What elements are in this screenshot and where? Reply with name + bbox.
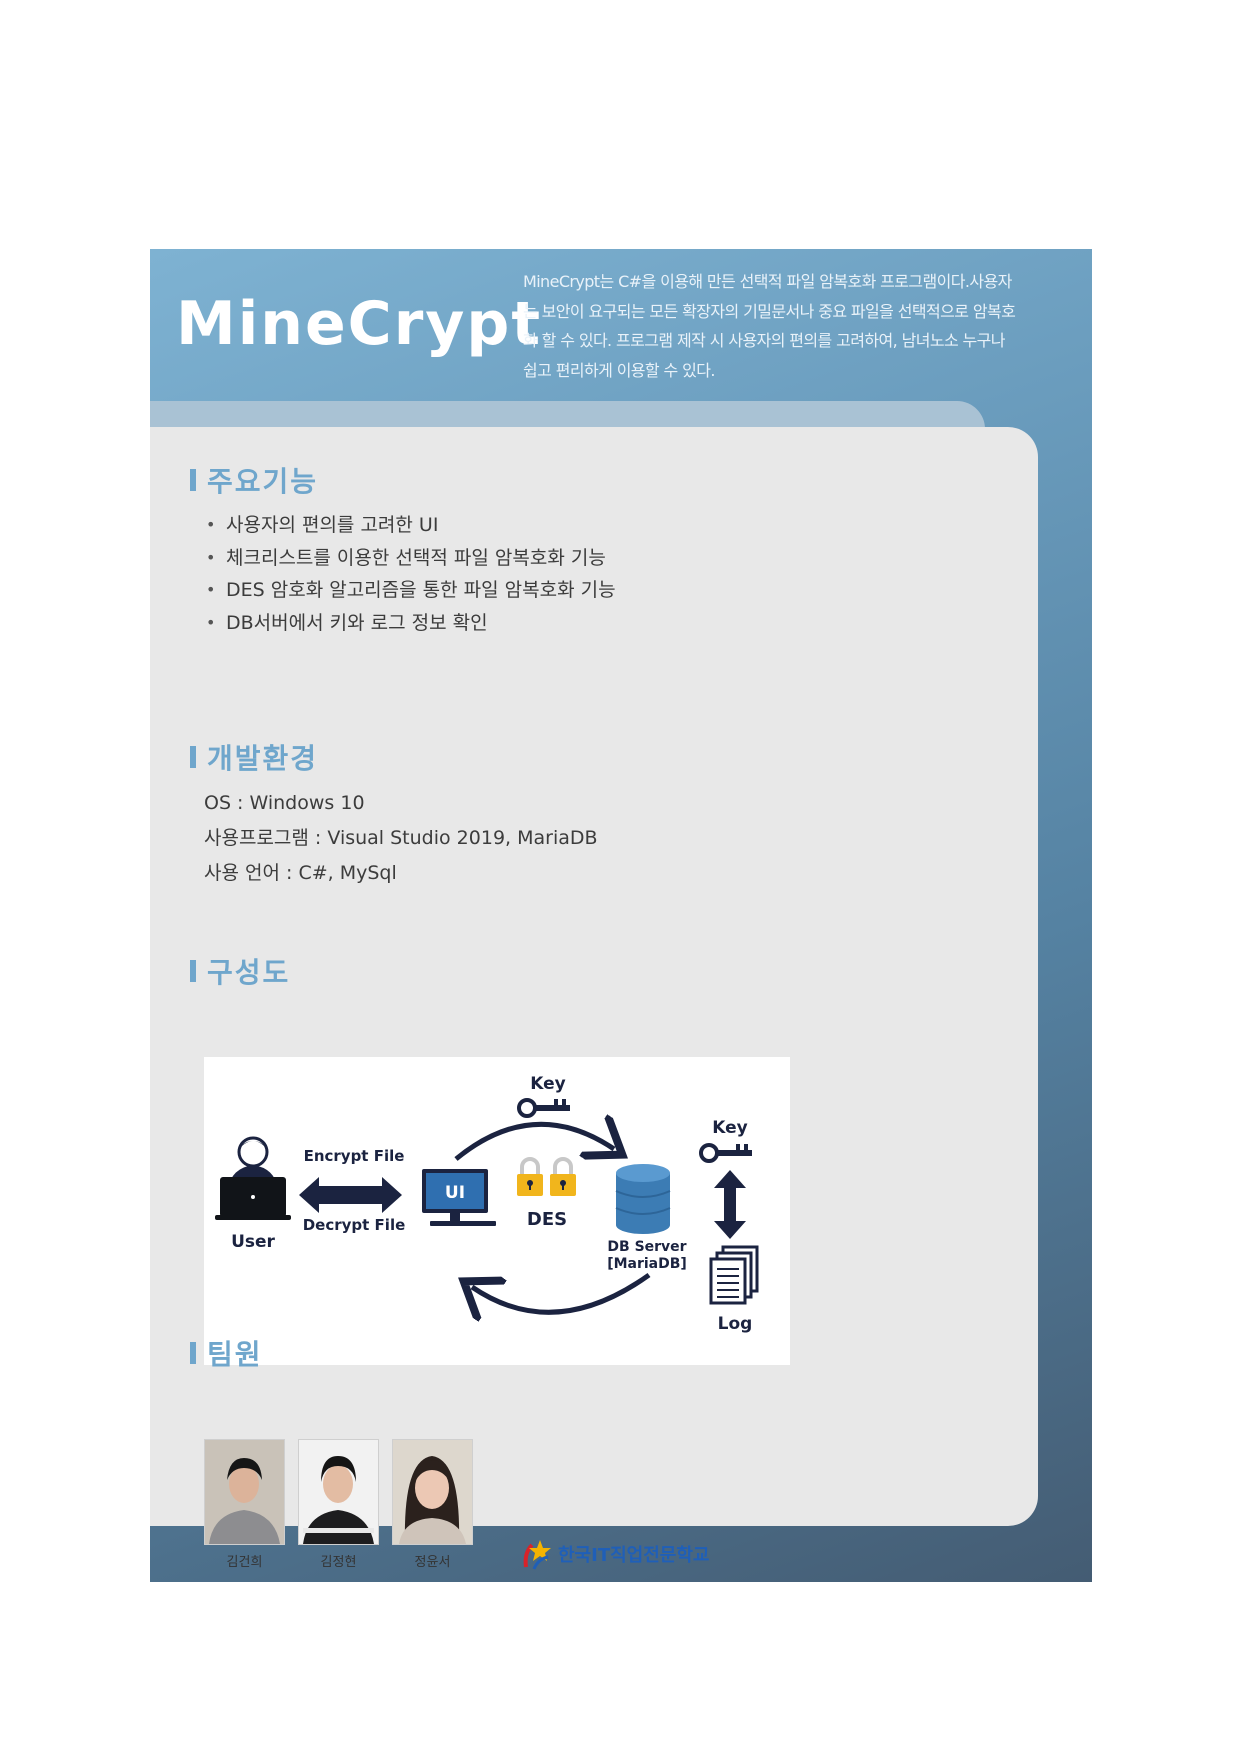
- team-member: 김정현: [298, 1439, 379, 1570]
- encrypt-label: Encrypt File: [304, 1147, 405, 1165]
- member-photo: [204, 1439, 285, 1545]
- key-icon: [517, 1098, 570, 1118]
- log-documents-icon: [709, 1245, 759, 1305]
- school-name: 한국IT직업전문학교: [558, 1545, 710, 1566]
- environment-heading: 개발환경: [190, 737, 318, 777]
- logo-mark-icon: [523, 1540, 551, 1570]
- member-name: 김건희: [226, 1555, 263, 1570]
- heading-bar: [190, 1342, 196, 1364]
- feature-list: 사용자의 편의를 고려한 UI 체크리스트를 이용한 선택적 파일 암복호화 기…: [206, 509, 616, 639]
- architecture-diagram: User Encrypt File Decrypt File UI: [204, 1057, 790, 1365]
- list-item: DES 암호화 알고리즘을 통한 파일 암복호화 기능: [206, 574, 616, 607]
- lock-icon: [517, 1157, 543, 1196]
- school-logo: 한국IT직업전문학교: [520, 1537, 709, 1571]
- diagram-svg: User Encrypt File Decrypt File UI: [215, 1074, 759, 1334]
- monitor-icon: [422, 1169, 496, 1226]
- architecture-heading-text: 구성도: [207, 956, 291, 989]
- db-name-label: [MariaDB]: [607, 1256, 687, 1272]
- key-right-label: Key: [712, 1118, 748, 1138]
- member-name: 정윤서: [414, 1555, 451, 1570]
- database-icon: [615, 1164, 671, 1234]
- member-photo: [392, 1439, 473, 1545]
- team-members: 김건희 김정현: [204, 1439, 486, 1570]
- list-item: 체크리스트를 이용한 선택적 파일 암복호화 기능: [206, 542, 616, 575]
- db-server-label: DB Server: [607, 1239, 686, 1255]
- features-heading: 주요기능: [190, 460, 318, 500]
- team-heading-text: 팀원: [207, 1338, 263, 1371]
- features-heading-text: 주요기능: [207, 465, 319, 498]
- lock-icon: [550, 1157, 576, 1196]
- poster-title: MineCrypt: [176, 289, 543, 359]
- project-description: MineCrypt는 C#을 이용해 만든 선택적 파일 암복호화 프로그램이다…: [523, 272, 1016, 380]
- key-top-label: Key: [530, 1074, 566, 1094]
- list-item: DB서버에서 키와 로그 정보 확인: [206, 607, 616, 640]
- team-member: 정윤서: [392, 1439, 473, 1570]
- env-programs: 사용프로그램 : Visual Studio 2019, MariaDB: [204, 827, 598, 849]
- content-panel: 주요기능 사용자의 편의를 고려한 UI 체크리스트를 이용한 선택적 파일 암…: [150, 427, 1038, 1570]
- list-item: 사용자의 편의를 고려한 UI: [206, 509, 616, 542]
- environment-info: OS : Windows 10 사용프로그램 : Visual Studio 2…: [204, 786, 598, 891]
- member-name: 김정현: [320, 1555, 357, 1570]
- vertical-double-arrow-icon: [714, 1170, 746, 1239]
- team-heading: 팀원: [190, 1333, 263, 1373]
- poster: MineCrypt MineCrypt는 C#을 이용해 만든 선택적 파일 암…: [150, 249, 1092, 1582]
- heading-bar: [190, 469, 196, 491]
- user-icon: [215, 1136, 291, 1220]
- heading-bar: [190, 746, 196, 768]
- heading-bar: [190, 960, 196, 982]
- double-arrow-icon: [299, 1177, 402, 1213]
- top-curve-arrow: [454, 1124, 614, 1161]
- decrypt-label: Decrypt File: [303, 1216, 406, 1234]
- bottom-curve-arrow: [472, 1272, 651, 1312]
- ui-label: UI: [445, 1183, 465, 1203]
- team-member: 김건희: [204, 1439, 285, 1570]
- environment-heading-text: 개발환경: [207, 742, 319, 775]
- user-label: User: [231, 1232, 275, 1252]
- architecture-heading: 구성도: [190, 951, 290, 991]
- env-languages: 사용 언어 : C#, MySql: [204, 862, 397, 884]
- log-label: Log: [718, 1314, 753, 1334]
- key-icon: [699, 1143, 752, 1163]
- env-os: OS : Windows 10: [204, 792, 365, 814]
- des-label: DES: [527, 1209, 567, 1230]
- member-photo: [298, 1439, 379, 1545]
